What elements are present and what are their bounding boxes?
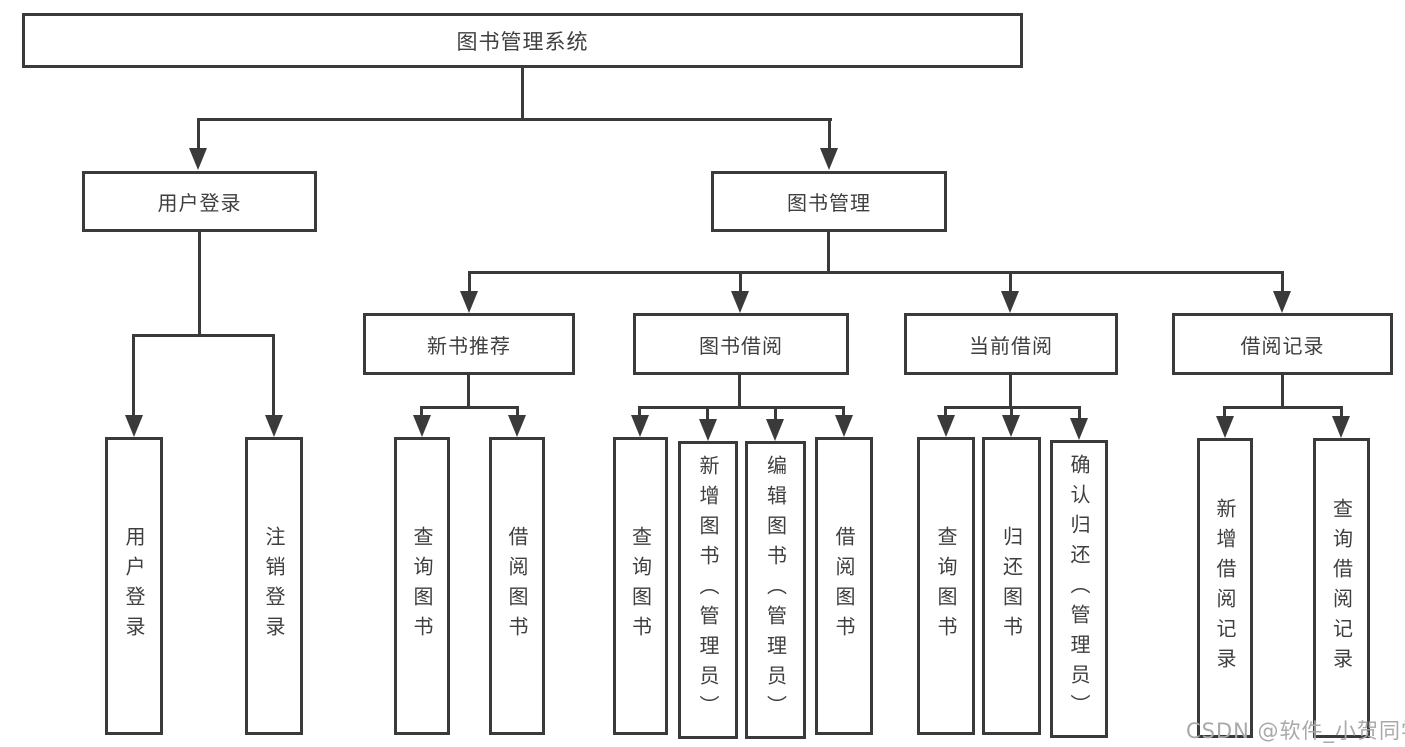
- leaf-confirm-return-admin: 确认归还（管理员）: [1050, 440, 1108, 738]
- arrowhead-down-icon: [835, 415, 853, 437]
- connector-line: [1340, 406, 1343, 418]
- connector-line: [468, 271, 1284, 274]
- leaf-borrow-books: 借阅图书: [815, 437, 873, 735]
- connector-line: [467, 375, 470, 408]
- connector-line: [1009, 271, 1012, 293]
- connector-line: [1281, 271, 1284, 293]
- node-label: 借阅图书: [505, 526, 529, 646]
- node-label: 确认归还（管理员）: [1067, 454, 1091, 724]
- node-label: 图书管理: [787, 191, 871, 215]
- leaf-query-books-borrow: 查询图书: [613, 437, 668, 735]
- arrowhead-down-icon: [460, 291, 478, 313]
- node-label: 图书管理系统: [456, 29, 589, 54]
- arrowhead-down-icon: [1001, 291, 1019, 313]
- arrowhead-down-icon: [189, 148, 207, 170]
- leaf-return-books: 归还图书: [982, 437, 1041, 735]
- connector-line: [827, 232, 830, 273]
- arrowhead-down-icon: [508, 415, 526, 437]
- connector-line: [739, 271, 742, 293]
- connector-line: [1223, 406, 1343, 409]
- connector-line: [1009, 375, 1012, 408]
- arrowhead-down-icon: [1273, 291, 1291, 313]
- connector-line: [521, 68, 524, 120]
- arrowhead-down-icon: [731, 291, 749, 313]
- node-user-login: 用户登录: [82, 171, 317, 232]
- node-label: 查询图书: [934, 526, 958, 646]
- node-library-system: 图书管理系统: [22, 13, 1023, 68]
- node-label: 编辑图书（管理员）: [763, 455, 788, 725]
- arrowhead-down-icon: [413, 415, 431, 437]
- connector-line: [638, 406, 845, 409]
- connector-line: [774, 406, 777, 419]
- connector-line: [132, 334, 275, 337]
- node-borrow-record: 借阅记录: [1172, 313, 1393, 375]
- node-label: 新增图书（管理员）: [696, 455, 720, 725]
- leaf-query-borrow-record: 查询借阅记录: [1313, 438, 1370, 738]
- arrowhead-down-icon: [631, 415, 649, 437]
- node-label: 用户登录: [157, 191, 242, 215]
- connector-line: [516, 406, 519, 417]
- arrowhead-down-icon: [766, 419, 784, 441]
- connector-line: [944, 406, 947, 417]
- connector-line: [738, 375, 741, 408]
- connector-line: [198, 232, 201, 336]
- arrowhead-down-icon: [125, 415, 143, 437]
- connector-line: [1281, 375, 1284, 408]
- connector-line: [420, 406, 423, 417]
- connector-line: [828, 118, 831, 150]
- connector-line: [197, 118, 200, 150]
- connector-line: [706, 406, 709, 419]
- arrowhead-down-icon: [1070, 418, 1088, 440]
- connector-line: [132, 334, 135, 417]
- connector-line: [842, 406, 845, 417]
- connector-line: [420, 406, 519, 409]
- node-label: 查询图书: [410, 526, 434, 646]
- node-current-borrow: 当前借阅: [904, 313, 1118, 375]
- node-label: 归还图书: [999, 526, 1024, 646]
- leaf-borrow-books-recommend: 借阅图书: [489, 437, 545, 735]
- node-new-book-recommend: 新书推荐: [363, 313, 575, 375]
- leaf-user-login: 用户登录: [105, 437, 163, 735]
- connector-line: [1010, 406, 1013, 417]
- leaf-query-books-recommend: 查询图书: [394, 437, 450, 735]
- arrowhead-down-icon: [1332, 416, 1350, 438]
- node-label: 新增借阅记录: [1213, 498, 1237, 678]
- connector-line: [1223, 406, 1226, 418]
- watermark: CSDN @软件_小贺同学: [1186, 719, 1405, 743]
- node-label: 借阅记录: [1240, 333, 1325, 358]
- node-label: 查询图书: [628, 526, 653, 646]
- arrowhead-down-icon: [265, 415, 283, 437]
- leaf-add-book-admin: 新增图书（管理员）: [678, 441, 738, 739]
- arrowhead-down-icon: [1216, 416, 1234, 438]
- node-label: 注销登录: [262, 526, 286, 646]
- node-label: 查询借阅记录: [1329, 498, 1354, 678]
- leaf-query-books-current: 查询图书: [917, 437, 975, 735]
- node-label: 借阅图书: [832, 526, 856, 646]
- node-label: 用户登录: [122, 526, 146, 646]
- connector-line: [197, 118, 832, 121]
- node-book-management: 图书管理: [711, 171, 947, 232]
- arrowhead-down-icon: [820, 148, 838, 170]
- node-label: 新书推荐: [427, 333, 511, 358]
- connector-line: [468, 271, 471, 293]
- connector-line: [638, 406, 641, 417]
- connector-line: [272, 334, 275, 417]
- connector-line: [1078, 406, 1081, 418]
- leaf-add-borrow-record: 新增借阅记录: [1197, 438, 1253, 738]
- leaf-logout: 注销登录: [245, 437, 303, 735]
- node-book-borrow: 图书借阅: [633, 313, 849, 375]
- leaf-edit-book-admin: 编辑图书（管理员）: [745, 441, 806, 739]
- node-label: 当前借阅: [969, 333, 1053, 358]
- arrowhead-down-icon: [937, 415, 955, 437]
- arrowhead-down-icon: [699, 419, 717, 441]
- node-label: 图书借阅: [699, 333, 783, 358]
- arrowhead-down-icon: [1002, 415, 1020, 437]
